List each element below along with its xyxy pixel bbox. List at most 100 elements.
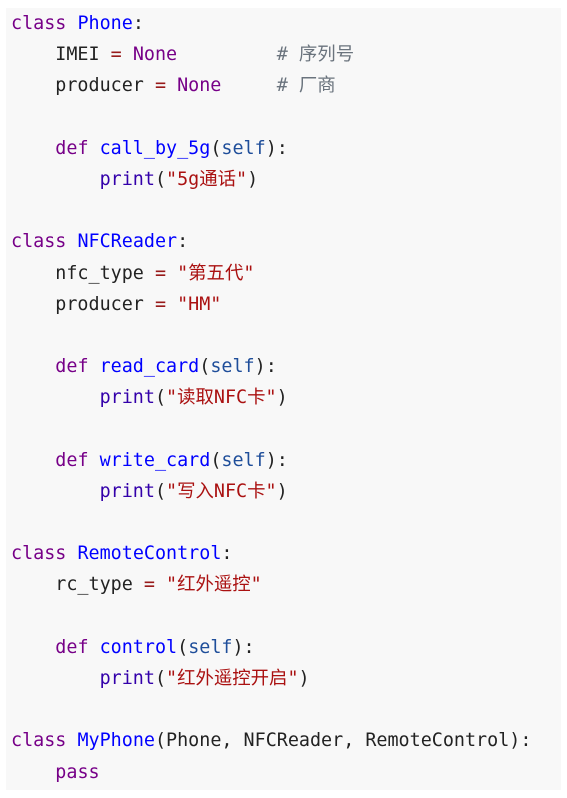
code-token-plain xyxy=(122,44,133,65)
code-token-plain xyxy=(11,356,55,377)
code-token-plain xyxy=(66,13,77,34)
code-token-kw: def xyxy=(55,137,89,159)
code-token-op: = xyxy=(110,44,122,66)
code-line: print("读取NFC卡") xyxy=(11,382,531,413)
code-token-plain: ( xyxy=(210,137,222,159)
code-token-kw: def xyxy=(55,449,89,471)
code-line: print("写入NFC卡") xyxy=(11,476,531,507)
code-token-plain: producer xyxy=(11,75,155,97)
code-token-plain: ( xyxy=(154,667,167,689)
code-line: print("红外遥控开启") xyxy=(11,663,531,694)
code-token-str: "读取NFC卡" xyxy=(166,387,277,409)
code-token-plain: ( xyxy=(154,168,167,190)
code-token-plain: producer xyxy=(11,293,155,315)
code-token-plain: ): xyxy=(232,636,255,658)
code-token-plain: ( xyxy=(177,636,189,658)
code-line xyxy=(11,601,531,632)
code-line: rc_type = "红外遥控" xyxy=(11,569,531,600)
code-token-kw: def xyxy=(55,356,89,378)
code-token-plain xyxy=(166,294,177,315)
code-token-kw: class xyxy=(11,730,67,752)
code-line xyxy=(11,195,531,226)
code-line: IMEI = None # 序列号 xyxy=(11,39,531,70)
code-line xyxy=(11,413,531,444)
code-token-kw: def xyxy=(55,636,89,658)
code-token-plain: ( xyxy=(210,449,222,471)
code-token-builtin: print xyxy=(99,387,155,409)
code-token-plain: ): xyxy=(265,449,288,471)
code-block: class Phone: IMEI = None # 序列号 producer … xyxy=(6,8,561,790)
code-token-def: MyPhone xyxy=(77,730,155,752)
code-line: def read_card(self): xyxy=(11,351,531,382)
code-line: producer = "HM" xyxy=(11,289,531,320)
code-token-def: read_card xyxy=(99,356,200,378)
code-token-self: self xyxy=(188,636,233,658)
code-token-plain xyxy=(155,574,166,595)
code-token-kw: class xyxy=(11,13,67,34)
code-token-str: "HM" xyxy=(177,293,222,315)
code-token-plain: ) xyxy=(276,387,288,409)
code-token-plain xyxy=(11,762,55,783)
code-line: def control(self): xyxy=(11,632,531,663)
code-token-builtin: print xyxy=(99,480,155,502)
code-line xyxy=(11,507,531,538)
code-token-plain: ( xyxy=(154,387,167,409)
code-token-op: = xyxy=(143,574,155,596)
code-token-def: Phone xyxy=(77,13,133,34)
code-token-kw: class xyxy=(11,543,67,565)
code-token-plain xyxy=(66,543,77,564)
code-content: class Phone: IMEI = None # 序列号 producer … xyxy=(11,8,531,788)
code-token-plain xyxy=(11,169,100,190)
code-token-plain: : xyxy=(132,13,144,34)
code-token-self: self xyxy=(221,449,266,471)
code-token-kw: class xyxy=(11,231,67,253)
code-line: nfc_type = "第五代" xyxy=(11,258,531,289)
code-line: class NFCReader: xyxy=(11,226,531,257)
code-line: def write_card(self): xyxy=(11,445,531,476)
code-line: class RemoteControl: xyxy=(11,538,531,569)
code-line xyxy=(11,320,531,351)
code-token-plain: : xyxy=(221,543,233,565)
code-token-plain xyxy=(11,450,55,471)
code-token-plain xyxy=(89,450,100,471)
code-token-plain xyxy=(11,138,55,159)
code-token-const: None xyxy=(177,75,222,97)
code-token-def: NFCReader xyxy=(77,231,178,253)
code-line xyxy=(11,102,531,133)
code-token-def: control xyxy=(99,636,178,658)
code-token-plain: ( xyxy=(154,480,167,502)
code-token-plain xyxy=(177,44,277,65)
code-token-str: "写入NFC卡" xyxy=(166,480,277,502)
code-token-plain: IMEI xyxy=(11,44,111,66)
code-token-kw: pass xyxy=(55,761,100,783)
code-token-plain: ( xyxy=(199,356,211,378)
code-token-str: "红外遥控开启" xyxy=(166,667,299,689)
code-line: pass xyxy=(11,757,531,788)
code-token-plain: ) xyxy=(276,480,288,502)
code-token-def: RemoteControl xyxy=(77,543,222,565)
code-token-comment: # 厂商 xyxy=(276,75,336,97)
code-line: print("5g通话") xyxy=(11,164,531,195)
code-token-self: self xyxy=(210,356,255,378)
code-token-op: = xyxy=(154,75,167,97)
code-token-str: "红外遥控" xyxy=(166,574,262,596)
code-token-plain xyxy=(89,138,100,159)
code-token-plain xyxy=(89,637,100,658)
code-line: def call_by_5g(self): xyxy=(11,133,531,164)
code-token-const: None xyxy=(132,44,178,66)
code-token-plain xyxy=(66,231,77,252)
code-line: class Phone: xyxy=(11,8,531,39)
code-token-builtin: print xyxy=(99,667,155,689)
code-token-plain xyxy=(89,356,100,377)
code-token-plain xyxy=(66,730,77,751)
code-token-plain xyxy=(11,481,100,502)
code-token-def: call_by_5g xyxy=(99,137,211,159)
code-token-builtin: print xyxy=(99,168,155,190)
code-token-plain xyxy=(11,637,55,658)
code-token-plain: : xyxy=(177,231,189,253)
code-token-plain: ): xyxy=(254,356,277,378)
code-token-op: = xyxy=(154,262,167,284)
code-token-plain: rc_type xyxy=(11,574,144,596)
code-token-plain: ) xyxy=(298,667,310,689)
code-line: class MyPhone(Phone, NFCReader, RemoteCo… xyxy=(11,725,531,756)
